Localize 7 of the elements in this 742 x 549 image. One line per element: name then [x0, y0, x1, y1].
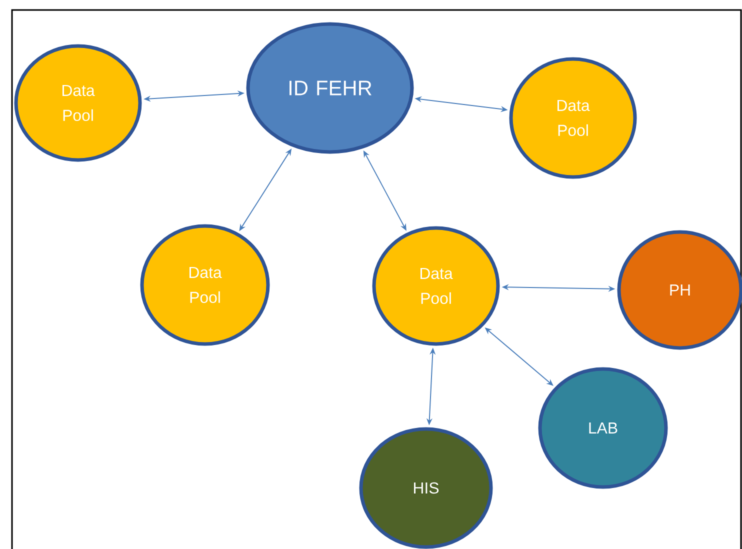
- circle-node: Data Pool: [140, 224, 270, 346]
- circle-node: Data Pool: [14, 44, 142, 162]
- circle-node: HIS: [359, 427, 493, 549]
- circle-node: PH: [617, 230, 742, 350]
- circle-node: Data Pool: [372, 226, 500, 346]
- circle-node: LAB: [538, 367, 668, 489]
- circle-node: Data Pool: [509, 57, 637, 179]
